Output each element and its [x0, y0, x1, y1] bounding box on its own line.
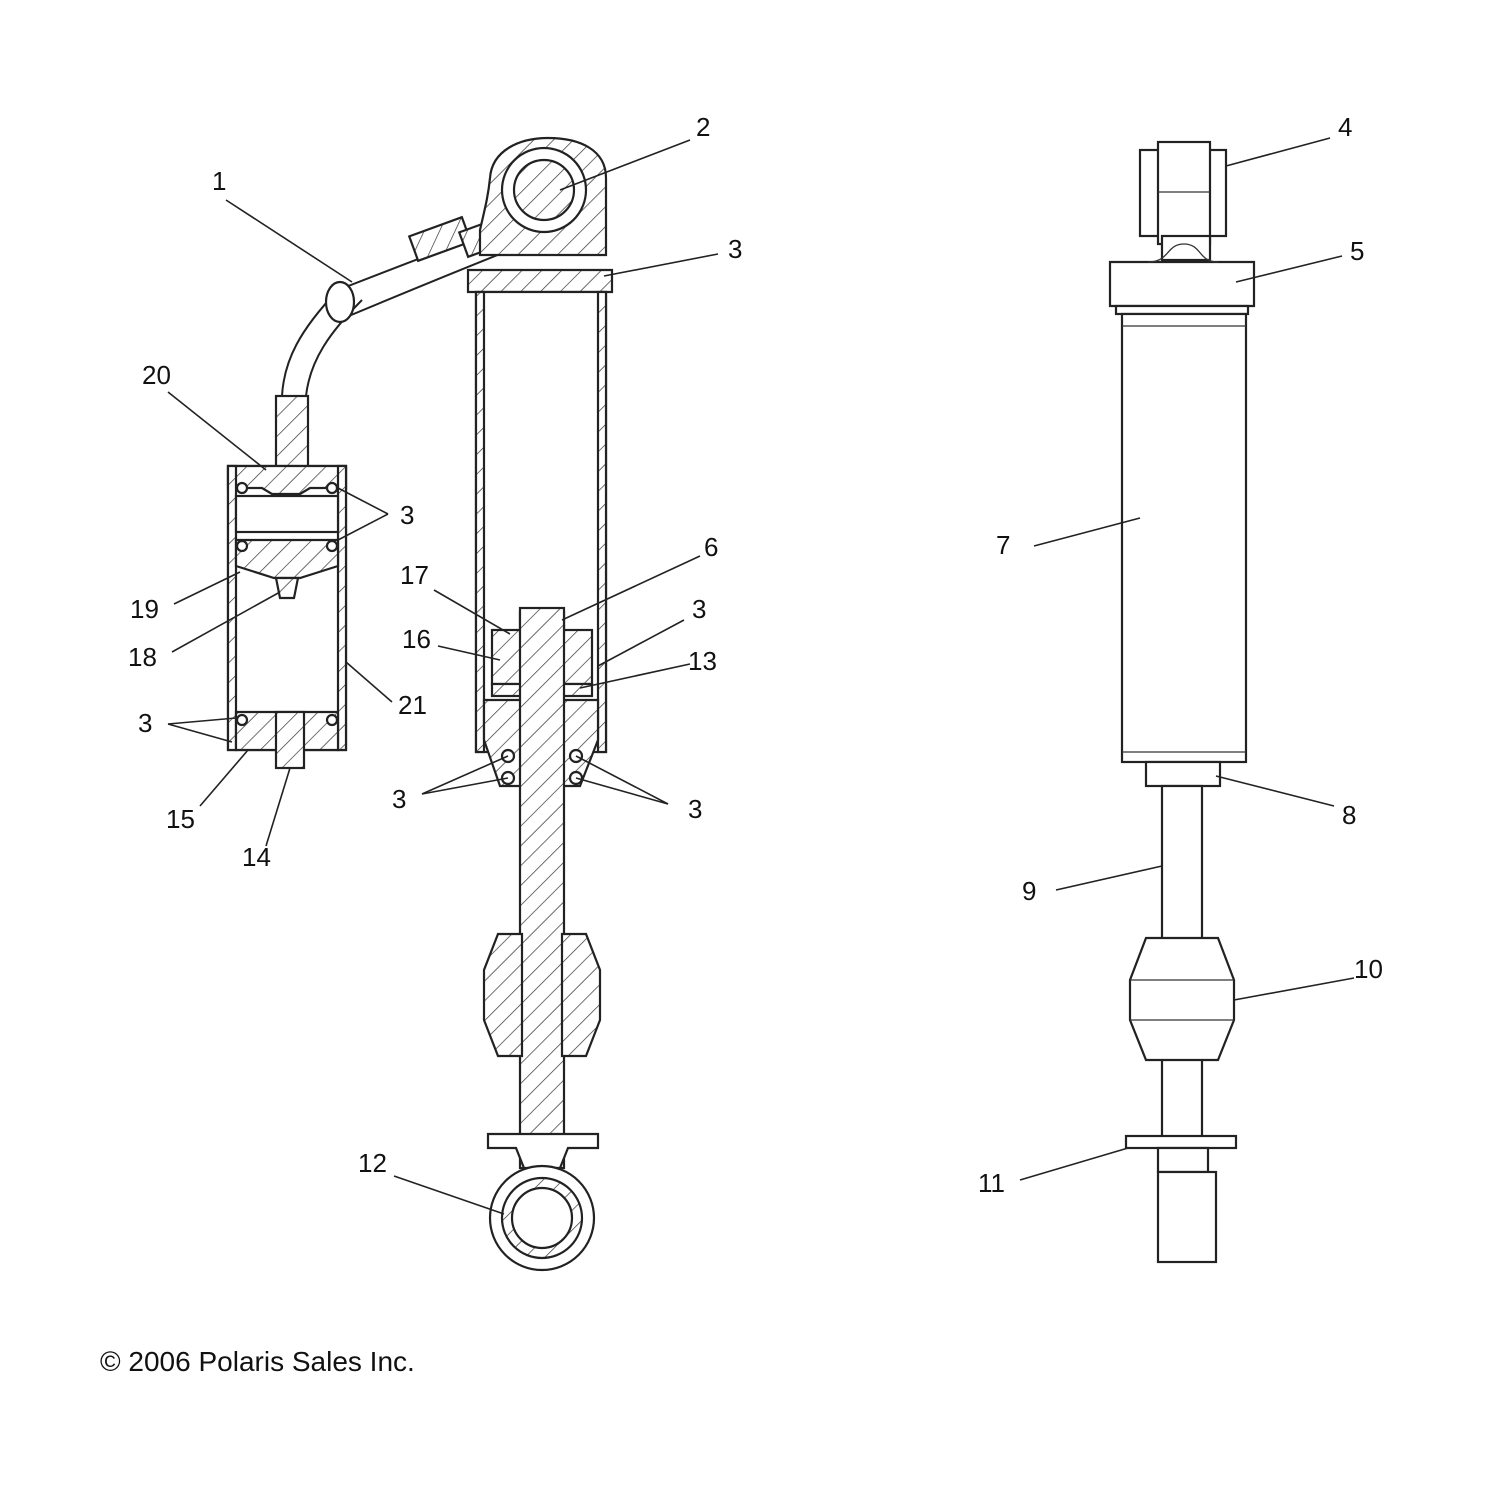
callout-11: 11	[978, 1168, 1005, 1198]
callout-3-seal-right: 3	[688, 794, 702, 824]
callout-9: 9	[1022, 876, 1036, 906]
callout-labels: 1 2 3 4 5 20 3 7 6 17 19 3 16 18 13 21 3…	[128, 112, 1383, 1198]
shock-exterior-view	[1108, 140, 1256, 1264]
callout-10: 10	[1354, 954, 1383, 984]
callout-8: 8	[1342, 800, 1356, 830]
callout-3-piston: 3	[692, 594, 706, 624]
callout-6: 6	[704, 532, 718, 562]
callout-12: 12	[358, 1148, 387, 1178]
reservoir-assembly	[226, 211, 523, 770]
callout-5: 5	[1350, 236, 1364, 266]
callout-3-top: 3	[728, 234, 742, 264]
callout-4: 4	[1338, 112, 1352, 142]
callout-7: 7	[996, 530, 1010, 560]
callout-20: 20	[142, 360, 171, 390]
callout-2: 2	[696, 112, 710, 142]
shock-cross-section	[466, 136, 614, 1272]
callout-3-seal-left: 3	[392, 784, 406, 814]
callout-16: 16	[402, 624, 431, 654]
callout-19: 19	[130, 594, 159, 624]
leader-lines	[167, 137, 1355, 1215]
callout-14: 14	[242, 842, 271, 872]
callout-18: 18	[128, 642, 157, 672]
callout-21: 21	[398, 690, 427, 720]
callout-13: 13	[688, 646, 717, 676]
callout-1: 1	[212, 166, 226, 196]
callout-3-reservoir-upper: 3	[400, 500, 414, 530]
callout-3-reservoir-lower: 3	[138, 708, 152, 738]
callout-17: 17	[400, 560, 429, 590]
callout-15: 15	[166, 804, 195, 834]
copyright-notice: © 2006 Polaris Sales Inc.	[100, 1346, 415, 1377]
